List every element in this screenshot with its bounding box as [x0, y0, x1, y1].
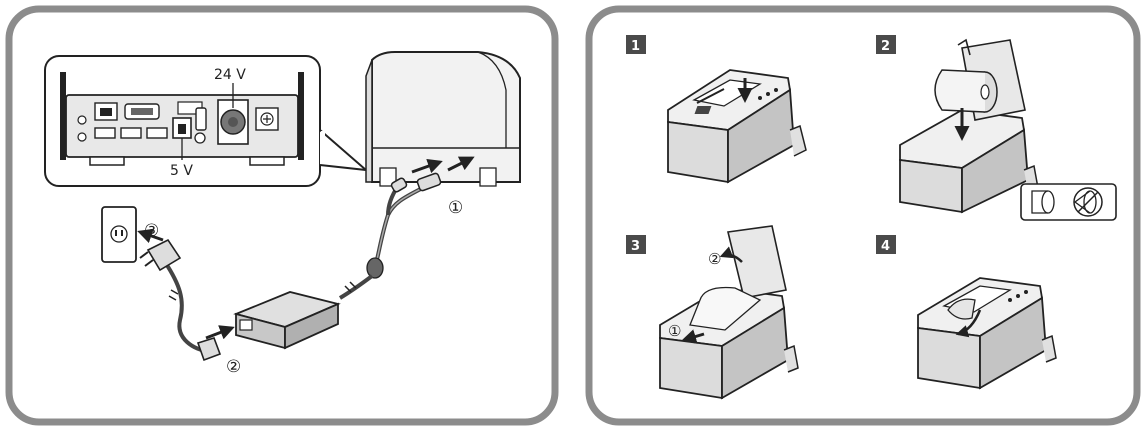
svg-text:1: 1 — [631, 39, 640, 54]
step-3-printer-illustration — [659, 225, 799, 400]
serial-port-icon — [124, 103, 160, 120]
svg-text:4: 4 — [881, 239, 890, 254]
ac-power-cord — [139, 238, 222, 362]
step-2-printer-illustration — [899, 38, 1117, 221]
printer-side-view — [365, 51, 521, 187]
step-1-printer-illustration — [667, 69, 807, 184]
power-plug-icon — [139, 238, 182, 272]
printer-rear-inset: 24 V 5 V — [44, 55, 370, 187]
usb-power-port-5v-icon — [172, 117, 192, 139]
paper-roll-icon — [934, 69, 998, 113]
ethernet-port-icon — [94, 102, 118, 121]
callout-ac-adapter: ② — [226, 357, 241, 377]
step-1-badge: 1 — [626, 35, 646, 54]
ac-adapter — [233, 291, 341, 350]
step-2-badge: 2 — [876, 35, 896, 54]
step-3-badge: 3 — [626, 235, 646, 254]
label-24v: 24 V — [214, 67, 246, 83]
callout-dc-cable: ① — [448, 198, 463, 218]
usb-port-icon — [94, 127, 168, 139]
wall-outlet-icon — [101, 206, 137, 263]
label-5v: 5 V — [170, 163, 193, 179]
svg-text:3: 3 — [631, 239, 640, 254]
step-4-printer-illustration — [917, 277, 1057, 390]
ground-screw-icon — [255, 107, 279, 131]
step-3-callout-close: ② — [708, 250, 721, 268]
step-3-callout-pull: ① — [668, 322, 681, 340]
dc-cable — [338, 172, 442, 300]
svg-text:2: 2 — [881, 39, 890, 54]
dc-power-jack-24v-icon — [217, 99, 249, 145]
roll-orientation-icon — [1020, 183, 1117, 221]
callout-outlet: ③ — [144, 221, 159, 241]
step-4-badge: 4 — [876, 235, 896, 254]
